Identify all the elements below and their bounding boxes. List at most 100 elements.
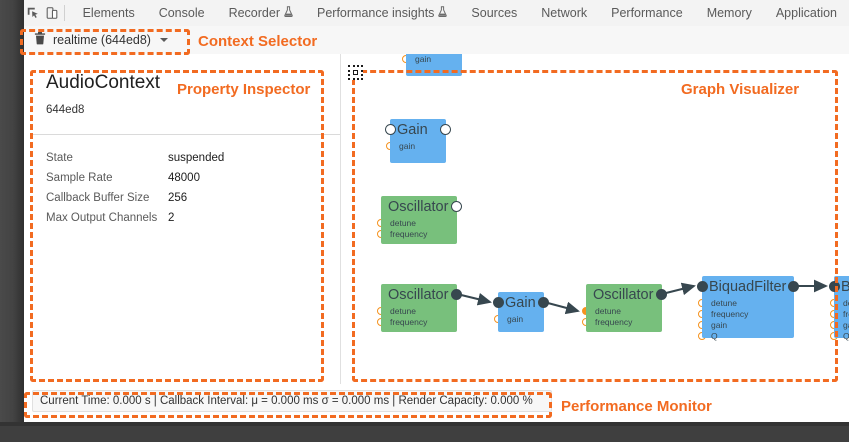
audio-node-title: Oscillator — [388, 287, 449, 303]
audio-node-params: gain — [507, 314, 523, 325]
tab-label: Console — [158, 6, 205, 20]
audio-param-label: detune — [390, 306, 416, 316]
inspector-divider — [32, 134, 340, 135]
device-toolbar-icon[interactable] — [43, 2, 62, 24]
audio-param-label: gain — [843, 320, 849, 330]
preview-feature-flask-icon — [438, 6, 448, 20]
table-row: Max Output Channels 2 — [46, 208, 224, 228]
audio-param-label: gain — [711, 320, 728, 330]
tab-label: Performance — [611, 6, 683, 20]
property-key: Max Output Channels — [46, 212, 158, 224]
audio-node-title: BiquadFilter — [709, 279, 787, 295]
annotation-label-context-selector: Context Selector — [198, 33, 318, 50]
audio-node-input-port[interactable] — [493, 297, 504, 308]
audio-param-label: frequency — [595, 317, 633, 327]
audio-node-title: Gain — [505, 295, 536, 311]
property-value: 256 — [168, 192, 188, 204]
tab-performance-insights[interactable]: Performance insights — [305, 0, 459, 26]
audio-node-output-port[interactable] — [451, 201, 462, 212]
graph-edge — [543, 301, 580, 315]
audio-param-label: frequency — [390, 317, 428, 327]
annotation-label-graph-visualizer: Graph Visualizer — [681, 81, 800, 98]
audio-node-output-port[interactable] — [538, 297, 549, 308]
chevron-down-icon[interactable] — [159, 38, 168, 42]
tab-performance[interactable]: Performance — [599, 0, 695, 26]
audio-param-label: frequency — [390, 229, 428, 239]
property-key: Sample Rate — [46, 172, 113, 184]
audio-node-output-port[interactable] — [788, 281, 799, 292]
annotation-label-property-inspector: Property Inspector — [177, 81, 311, 98]
tab-network[interactable]: Network — [529, 0, 599, 26]
audio-node-params: gain — [399, 141, 415, 152]
tab-sources[interactable]: Sources — [459, 0, 529, 26]
tab-elements[interactable]: Elements — [71, 0, 147, 26]
audio-param-label: detune — [711, 298, 737, 308]
tab-label: Application — [775, 6, 837, 20]
tab-label: Performance insights — [317, 6, 435, 20]
tab-label: Memory — [706, 6, 752, 20]
browser-left-rail — [0, 0, 24, 422]
inspect-element-icon[interactable] — [24, 2, 43, 24]
audio-node-input-port[interactable] — [697, 281, 708, 292]
context-selector-value: realtime (644ed8) — [53, 33, 151, 47]
toolbar-divider — [63, 5, 65, 21]
property-value: 2 — [168, 212, 175, 224]
audio-param-label: frequency — [711, 309, 749, 319]
tab-label: Sources — [471, 6, 518, 20]
annotation-label-performance-monitor: Performance Monitor — [561, 398, 712, 415]
audio-node-output-port[interactable] — [656, 289, 667, 300]
tab-label: Elements — [82, 6, 135, 20]
audio-node-input-port[interactable] — [385, 124, 396, 135]
property-value: suspended — [168, 152, 225, 164]
audio-node-title: Gain — [397, 122, 428, 138]
property-key: Callback Buffer Size — [46, 192, 150, 204]
audio-param-label: gain — [415, 54, 432, 64]
audio-param-label: detune — [843, 298, 849, 308]
context-id: 644ed8 — [46, 104, 85, 116]
performance-monitor: Current Time: 0.000 s | Callback Interva… — [32, 390, 552, 412]
tab-console[interactable]: Console — [147, 0, 217, 26]
audio-param-label: Q — [843, 331, 849, 341]
devtools-tabstrip: Elements Console Recorder Performance in… — [24, 0, 849, 27]
audio-node-params: gain — [415, 54, 431, 65]
audio-param-label: detune — [390, 218, 416, 228]
context-selector-dropdown[interactable]: realtime (644ed8) — [34, 31, 168, 50]
audio-node-gain[interactable]: Gain gain — [498, 292, 544, 332]
property-value: 48000 — [168, 172, 200, 184]
browser-bottom-rail — [0, 422, 849, 442]
property-table: State suspended Sample Rate 48000 Callba… — [46, 148, 224, 228]
graph-visualizer[interactable]: GaingainGaingainOscillatordetunefrequenc… — [350, 54, 849, 384]
tab-label: Network — [541, 6, 588, 20]
audio-node-input-port[interactable] — [829, 281, 840, 292]
tab-recorder[interactable]: Recorder — [217, 0, 305, 26]
audio-param-label: gain — [507, 314, 524, 324]
audio-param-label: gain — [399, 141, 416, 151]
audio-node-gain[interactable]: Gain gain — [390, 119, 446, 163]
trash-icon[interactable] — [34, 31, 46, 50]
audio-param-label: Q — [711, 331, 718, 341]
audio-node-title: BiquadFilter — [841, 279, 849, 295]
page-title: AudioContext — [46, 72, 161, 93]
tab-memory[interactable]: Memory — [695, 0, 764, 26]
audio-node-output-port[interactable] — [451, 289, 462, 300]
table-row: State suspended — [46, 148, 224, 168]
performance-monitor-text: Current Time: 0.000 s | Callback Interva… — [40, 395, 533, 407]
audio-node-title: Oscillator — [388, 199, 449, 215]
table-row: Sample Rate 48000 — [46, 168, 224, 188]
context-selector-bar: realtime (644ed8) — [24, 26, 849, 55]
webaudio-panel: AudioContext 644ed8 State suspended Samp… — [24, 54, 849, 422]
audio-node-output-port[interactable] — [440, 124, 451, 135]
audio-param-label: frequency — [843, 309, 849, 319]
tab-application[interactable]: Application — [764, 0, 849, 26]
graph-resize-handle[interactable] — [348, 65, 363, 80]
tab-label: Recorder — [228, 6, 280, 20]
